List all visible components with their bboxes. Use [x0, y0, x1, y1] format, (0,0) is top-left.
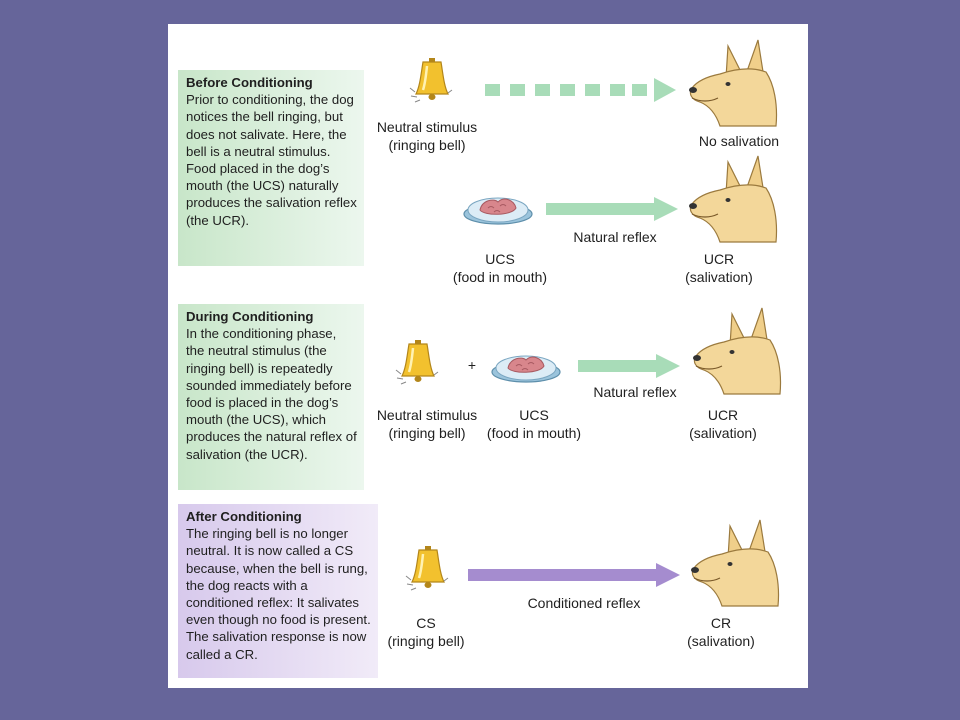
after-conditioning-box: After Conditioning The ringing bell is n… [178, 504, 378, 678]
dog-illustration [688, 39, 778, 127]
bell-icon [408, 56, 454, 104]
food-dish-icon [463, 197, 533, 225]
after-conditioning-title: After Conditioning [186, 509, 302, 524]
ucr-label: UCR(salivation) [685, 251, 753, 285]
before-conditioning-text: Prior to conditioning, the dog notices t… [186, 92, 357, 228]
during-conditioning-title: During Conditioning [186, 309, 314, 324]
natural-reflex-arrow [578, 354, 680, 378]
bell-icon [394, 338, 440, 386]
bell-icon [404, 544, 450, 592]
arrow-label: Natural reflex [593, 384, 677, 400]
outcome-label: No salivation [698, 133, 780, 149]
ucs-label: UCS(food in mouth) [486, 407, 582, 441]
natural-reflex-arrow [546, 197, 678, 221]
arrow-label: Conditioned reflex [527, 595, 641, 611]
dog-illustration [690, 519, 780, 607]
dog-illustration [688, 155, 778, 243]
before-conditioning-title: Before Conditioning [186, 75, 313, 90]
cr-label: CR(salivation) [687, 615, 755, 649]
conditioned-reflex-arrow [468, 563, 680, 587]
during-conditioning-text: In the conditioning phase, the neutral s… [186, 326, 357, 462]
food-dish-icon [491, 355, 561, 383]
during-conditioning-box: During Conditioning In the conditioning … [178, 304, 364, 490]
stimulus-label: Neutral stimulus(ringing bell) [376, 407, 478, 441]
dog-illustration [692, 307, 782, 395]
plus-sign: + [467, 357, 477, 373]
after-conditioning-text: The ringing bell is no longer neutral. I… [186, 526, 371, 662]
arrow-label: Natural reflex [573, 229, 657, 245]
before-conditioning-box: Before Conditioning Prior to conditionin… [178, 70, 364, 266]
dashed-arrow [485, 78, 676, 102]
cs-label: CS(ringing bell) [387, 615, 465, 649]
ucr-label: UCR(salivation) [689, 407, 757, 441]
ucs-label: UCS(food in mouth) [452, 251, 548, 285]
stimulus-label: Neutral stimulus(ringing bell) [376, 119, 478, 153]
